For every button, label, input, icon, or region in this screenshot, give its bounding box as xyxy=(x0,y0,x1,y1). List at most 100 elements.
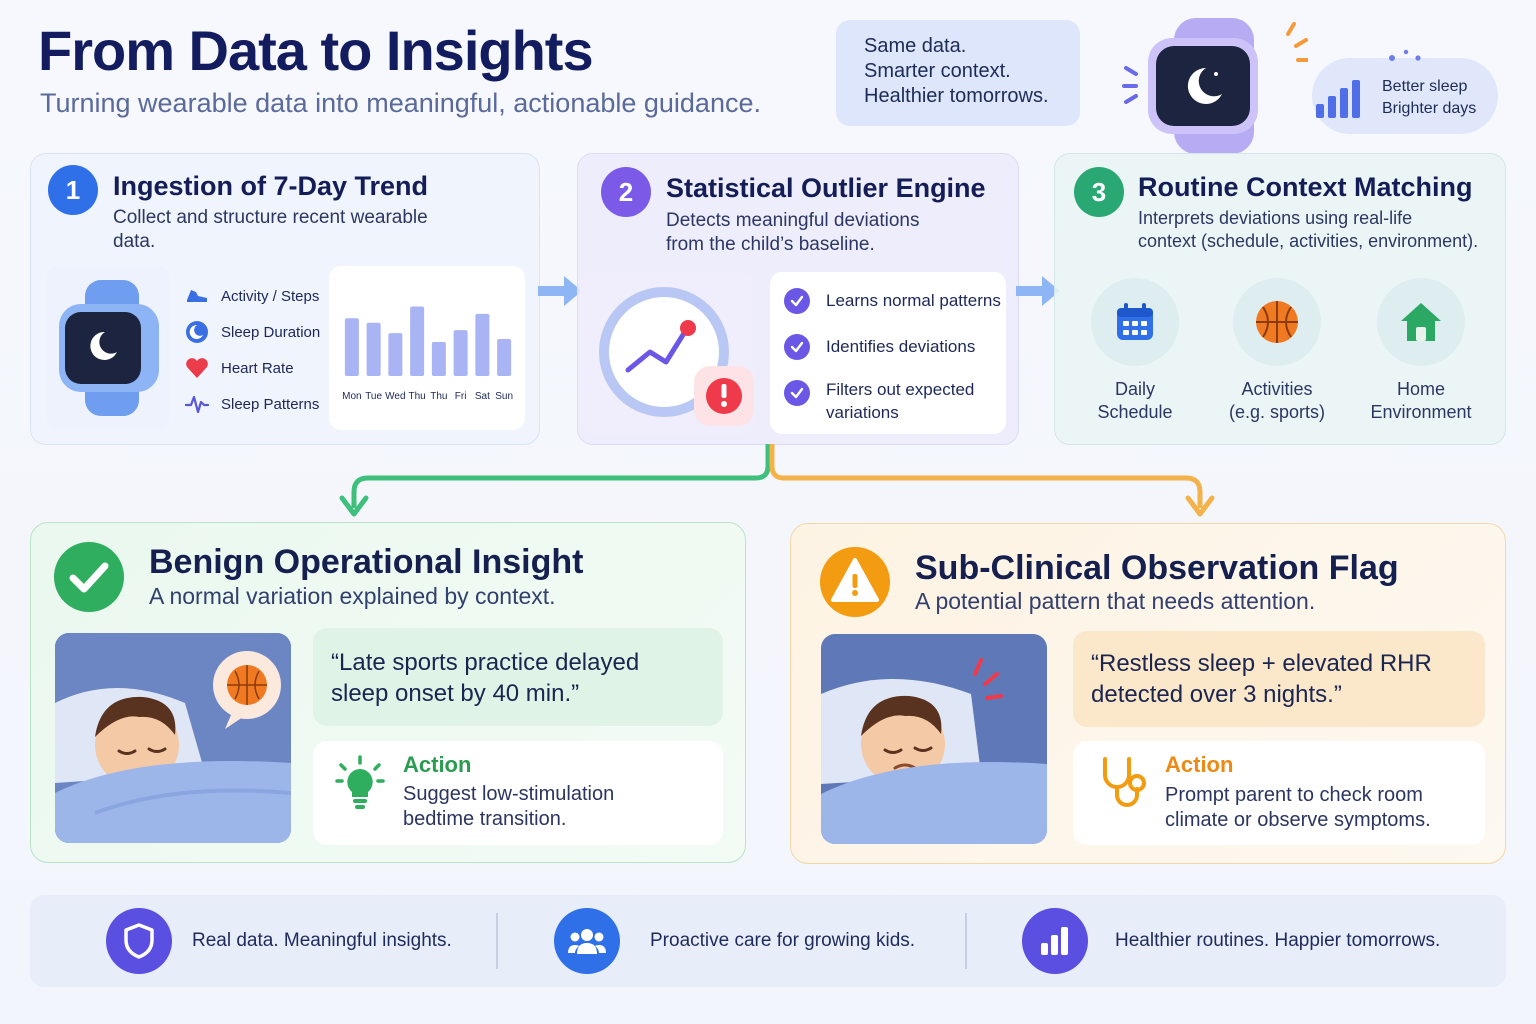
sleeping-child-illustration xyxy=(55,633,291,843)
bar-chart-icon xyxy=(1316,80,1360,118)
action-line: Suggest low-stimulation xyxy=(403,783,615,805)
pulse-wave-icon xyxy=(185,395,209,414)
checkmark-icon xyxy=(784,380,810,406)
flow-arrow-right xyxy=(538,276,582,306)
context-activities: Activities (e.g. sports) xyxy=(1217,278,1337,424)
smartwatch-illustration xyxy=(1122,18,1308,154)
action-card: Action Suggest low-stimulation bedtime t… xyxy=(313,741,723,845)
metric-legend: Activity / Steps Sleep Duration Heart Ra… xyxy=(185,278,320,422)
action-line: climate or observe symptoms. xyxy=(1165,809,1431,831)
context-label: Environment xyxy=(1370,402,1472,422)
lightbulb-icon xyxy=(335,755,385,809)
check-item: Learns normal patterns xyxy=(784,288,1004,314)
step-card-outlier-engine: 2 Statistical Outlier Engine Detects mea… xyxy=(577,153,1019,445)
watch-tile xyxy=(47,266,169,430)
step-card-context-matching: 3 Routine Context Matching Interprets de… xyxy=(1054,153,1506,445)
legend-label: Heart Rate xyxy=(221,359,294,377)
insight-title: Benign Operational Insight xyxy=(149,543,584,581)
trend-bar xyxy=(388,333,403,376)
trend-bar xyxy=(431,341,446,376)
action-label: Action xyxy=(403,752,472,777)
warning-icon xyxy=(819,546,891,623)
desc-line: Detects meaningful deviations xyxy=(666,210,920,231)
footer-divider xyxy=(965,913,967,969)
outlier-gauge-icon xyxy=(599,287,754,426)
desc-line: Collect and structure recent wearable xyxy=(113,207,428,228)
cloud-line: Better sleep xyxy=(1382,78,1468,95)
quote-line: “Restless sleep + elevated RHR xyxy=(1091,650,1432,677)
footer-text: Proactive care for growing kids. xyxy=(650,930,916,951)
stars-icon xyxy=(1389,49,1421,61)
quote-line: detected over 3 nights.” xyxy=(1091,681,1342,708)
outlier-gauge-tile xyxy=(580,272,754,434)
context-label: Schedule xyxy=(1097,402,1173,422)
trend-bar xyxy=(475,313,490,376)
trend-day-label: Fri xyxy=(455,391,467,402)
basketball-icon xyxy=(1233,278,1321,366)
desc-line: from the child’s baseline. xyxy=(666,234,875,255)
engine-checklist: Learns normal patterns Identifies deviat… xyxy=(770,272,1006,434)
benign-insight-panel: Benign Operational Insight A normal vari… xyxy=(30,522,746,863)
action-line: bedtime transition. xyxy=(403,808,567,830)
trend-bar xyxy=(366,322,381,376)
quote-line: “Late sports practice delayed xyxy=(331,649,640,676)
footer-divider xyxy=(496,913,498,969)
restless-child-illustration xyxy=(821,634,1047,844)
action-card: Action Prompt parent to check room clima… xyxy=(1073,741,1485,845)
trend-day-label: Wed xyxy=(385,391,405,402)
step-number-badge: 1 xyxy=(48,165,98,215)
legend-label: Sleep Patterns xyxy=(221,395,320,413)
desc-line: context (schedule, activities, environme… xyxy=(1138,231,1479,251)
check-label: Filters out expected variations xyxy=(826,380,975,422)
footer-text: Healthier routines. Happier tomorrows. xyxy=(1115,930,1441,951)
page-title: From Data to Insights xyxy=(38,19,594,82)
step-card-ingestion: 1 Ingestion of 7-Day Trend Collect and s… xyxy=(30,153,540,445)
insight-subtitle: A potential pattern that needs attention… xyxy=(915,588,1316,614)
bar-chart-icon xyxy=(1022,908,1088,974)
sneaker-icon xyxy=(187,290,207,302)
action-text: Suggest low-stimulation bedtime transiti… xyxy=(403,782,614,832)
insight-quote: “Restless sleep + elevated RHR detected … xyxy=(1073,631,1485,727)
action-text: Prompt parent to check room climate or o… xyxy=(1165,783,1431,833)
step-description: Collect and structure recent wearable da… xyxy=(113,206,428,254)
footer-text: Real data. Meaningful insights. xyxy=(192,930,452,951)
page-subtitle: Turning wearable data into meaningful, a… xyxy=(40,88,761,118)
step-description: Detects meaningful deviations from the c… xyxy=(666,209,919,257)
legend-item-activity: Activity / Steps xyxy=(185,278,320,314)
smartwatch-icon xyxy=(59,280,159,416)
insight-quote: “Late sports practice delayed sleep onse… xyxy=(313,628,723,726)
branch-connector xyxy=(339,444,1215,517)
context-label: Daily xyxy=(1114,379,1155,399)
step-title: Statistical Outlier Engine xyxy=(666,173,986,203)
desc-line: data. xyxy=(113,231,156,252)
action-line: Prompt parent to check room xyxy=(1165,784,1423,806)
footer-bar: Real data. Meaningful insights. Proactiv… xyxy=(30,895,1506,987)
trend-day-label: Thu xyxy=(409,391,426,402)
sparkle-lines-left xyxy=(1122,66,1138,104)
step-title: Routine Context Matching xyxy=(1138,172,1473,202)
heart-icon xyxy=(186,358,208,378)
step-number-badge: 3 xyxy=(1074,167,1124,217)
check-label: Identifies deviations xyxy=(826,337,976,356)
quote-line: sleep onset by 40 min.” xyxy=(331,680,580,707)
trend-day-label: Thu xyxy=(430,391,447,402)
shield-icon xyxy=(106,908,172,974)
legend-item-sleep-duration: Sleep Duration xyxy=(185,314,320,350)
cloud-callout: Better sleep Brighter days xyxy=(1312,58,1498,134)
legend-label: Activity / Steps xyxy=(221,287,320,305)
insight-title: Sub-Clinical Observation Flag xyxy=(915,549,1399,587)
cloud-line: Brighter days xyxy=(1382,100,1477,117)
context-label: (e.g. sports) xyxy=(1228,402,1326,422)
calendar-icon xyxy=(1091,278,1179,366)
legend-item-sleep-patterns: Sleep Patterns xyxy=(185,386,320,422)
subclinical-flag-panel: Sub-Clinical Observation Flag A potentia… xyxy=(790,523,1506,864)
tagline-line: Same data. xyxy=(864,35,967,57)
house-icon xyxy=(1377,278,1465,366)
trend-bar xyxy=(344,318,359,376)
checkmark-icon xyxy=(784,288,810,314)
context-home-environment: Home Environment xyxy=(1361,278,1481,424)
step-title: Ingestion of 7-Day Trend xyxy=(113,171,429,201)
moon-icon xyxy=(186,321,208,343)
